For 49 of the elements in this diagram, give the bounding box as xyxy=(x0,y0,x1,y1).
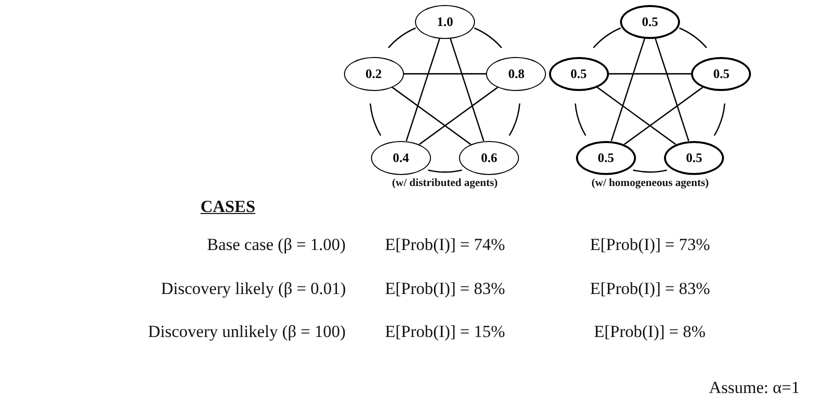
agent-value: 0.4 xyxy=(392,150,410,166)
link-line xyxy=(419,86,498,145)
result-value: E[Prob(I)] = 83% xyxy=(590,279,710,299)
graph-caption: (w/ homogeneous agents) xyxy=(592,177,709,189)
link-line xyxy=(388,27,416,48)
agent-value: 0.5 xyxy=(570,66,587,82)
result-value: E[Prob(I)] = 15% xyxy=(385,322,506,342)
agent-value: 0.8 xyxy=(508,66,524,82)
link-line xyxy=(450,38,484,142)
assumption-note: Assume: α=1 xyxy=(709,378,800,398)
graph-caption: (w/ distributed agents) xyxy=(392,177,498,189)
agent-ellipse xyxy=(415,5,475,39)
link-line xyxy=(679,27,708,48)
link-line xyxy=(624,86,704,145)
agent-ellipse xyxy=(664,140,724,175)
link-line xyxy=(592,27,621,48)
agent-value: 1.0 xyxy=(436,14,454,30)
result-value: E[Prob(I)] = 74% xyxy=(385,235,506,255)
agent-ellipse xyxy=(459,140,520,175)
link-line xyxy=(406,38,440,142)
link-line xyxy=(596,86,676,145)
link-line xyxy=(633,169,667,173)
link-line xyxy=(370,103,382,136)
link-line xyxy=(654,38,690,142)
link-line xyxy=(608,73,692,74)
link-line xyxy=(574,103,586,136)
agent-ellipse xyxy=(620,5,680,39)
agent-value: 0.5 xyxy=(686,150,702,166)
agent-value: 0.5 xyxy=(598,150,614,166)
link-line xyxy=(508,103,520,136)
result-value: E[Prob(I)] = 73% xyxy=(590,235,710,255)
result-value: E[Prob(I)] = 8% xyxy=(594,322,706,342)
link-line xyxy=(474,27,502,48)
case-name: Discovery unlikely (β = 100) xyxy=(148,322,346,342)
table-heading: CASES xyxy=(200,197,256,217)
link-line xyxy=(714,103,726,136)
link-line xyxy=(404,73,486,74)
case-name: Base case (β = 1.00) xyxy=(207,235,346,255)
agent-ellipse xyxy=(370,140,431,175)
agent-value: 0.6 xyxy=(480,150,498,166)
result-value: E[Prob(I)] = 83% xyxy=(385,279,506,299)
agent-value: 0.5 xyxy=(642,14,658,30)
link-line xyxy=(428,169,462,173)
agent-value: 0.5 xyxy=(713,66,730,82)
agent-value: 0.2 xyxy=(366,66,382,82)
case-name: Discovery likely (β = 0.01) xyxy=(161,279,346,299)
link-line xyxy=(392,86,471,145)
agent-ellipse xyxy=(576,140,636,175)
link-line xyxy=(610,38,646,142)
